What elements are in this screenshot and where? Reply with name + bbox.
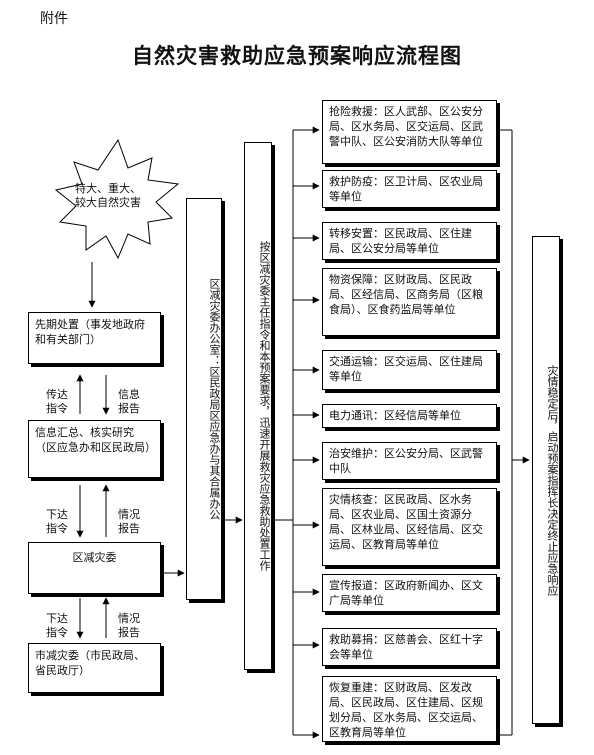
- task-rebuild-label: 恢复重建：区财政局、区发改局、区民政局、区住建局、区规划分局、区水务局、区交运局…: [329, 681, 483, 739]
- attachment-label: 附件: [40, 11, 68, 27]
- district-committee-label: 区减灾委: [72, 551, 117, 564]
- task-donation-label: 救助募捐：区慈善会、区红十字会等单位: [329, 633, 483, 661]
- issue-command-label-2: 下达指令: [46, 612, 68, 639]
- task-assessment-box: 灾情核查：区民政局、区水务局、区农业局、区国土资源分局、区林业局、区经信局、区交…: [322, 488, 497, 566]
- early-response-box: 先期处置（事发地政府和有关部门）: [28, 312, 161, 364]
- task-medical-label: 救护防疫：区卫计局、区农业局等单位: [329, 175, 483, 203]
- final-step-box: 灾情稳定后，启动预案指挥长决定终止应急响应: [532, 236, 560, 724]
- committee-office-box: 区减灾委办公室：区民政局区应急办与其合属办公: [186, 198, 222, 600]
- task-security-label: 治安维护：区公安分局、区武警中队: [329, 447, 483, 475]
- task-relocation-box: 转移安置：区民政局、区住建局、区公安分局等单位: [322, 222, 497, 260]
- city-committee-label: 市减灾委（市民政局、省民政厅）: [35, 649, 145, 677]
- task-rebuild-box: 恢复重建：区财政局、区发改局、区民政局、区住建局、区规划分局、区水务局、区交运局…: [322, 676, 497, 742]
- district-committee-box: 区减灾委: [28, 542, 161, 594]
- situation-report-label-1: 情况报告: [118, 508, 140, 535]
- task-rescue-label: 抢险救援：区人武部、区公安分局、区水务局、区交运局、区武警中队、区公安消防大队等…: [329, 105, 483, 148]
- page-title: 自然灾害救助应急预案响应流程图: [132, 43, 462, 68]
- info-verify-label: 信息汇总、核实研究（区应急办和区民政局）: [35, 426, 156, 454]
- task-transport-box: 交通运输：区交运局、区住建局等单位: [322, 350, 497, 390]
- early-response-label: 先期处置（事发地政府和有关部门）: [35, 318, 145, 346]
- task-assessment-label: 灾情核查：区民政局、区水务局、区农业局、区国土资源分局、区林业局、区经信局、区交…: [329, 493, 483, 551]
- task-supplies-label: 物资保障：区财政局、区民政局、区经信局、区商务局（区粮食局）、区食药监局等单位: [329, 273, 483, 316]
- committee-office-label: 区减灾委办公室：区民政局区应急办与其合属办公: [208, 278, 221, 520]
- task-transport-label: 交通运输：区交运局、区住建局等单位: [329, 355, 483, 383]
- info-report-label: 信息报告: [118, 388, 140, 415]
- final-step-label: 灾情稳定后，启动预案指挥长决定终止应急响应: [546, 364, 559, 596]
- disaster-label: 特大、重大、较大自然灾害: [75, 182, 141, 209]
- relay-command-label: 传达指令: [46, 388, 68, 415]
- task-publicity-label: 宣传报道：区政府新闻办、区文广局等单位: [329, 579, 483, 607]
- command-box: 按区减灾委主任指令和本预案要求，迅速开展救灾应急救助处置工作: [244, 142, 272, 670]
- task-security-box: 治安维护：区公安分局、区武警中队: [322, 442, 497, 480]
- situation-report-label-2: 情况报告: [118, 612, 140, 639]
- task-donation-box: 救助募捐：区慈善会、区红十字会等单位: [322, 628, 497, 666]
- task-rescue-box: 抢险救援：区人武部、区公安分局、区水务局、区交运局、区武警中队、区公安消防大队等…: [322, 100, 497, 164]
- task-publicity-box: 宣传报道：区政府新闻办、区文广局等单位: [322, 574, 497, 612]
- city-committee-box: 市减灾委（市民政局、省民政厅）: [28, 643, 161, 693]
- task-supplies-box: 物资保障：区财政局、区民政局、区经信局、区商务局（区粮食局）、区食药监局等单位: [322, 268, 497, 336]
- task-power-label: 电力通讯：区经信局等单位: [329, 409, 461, 422]
- command-label: 按区减灾委主任指令和本预案要求，迅速开展救灾应急救助处置工作: [258, 241, 271, 571]
- task-relocation-label: 转移安置：区民政局、区住建局、区公安分局等单位: [329, 227, 472, 255]
- info-verify-box: 信息汇总、核实研究（区应急办和区民政局）: [28, 420, 161, 478]
- issue-command-label-1: 下达指令: [46, 508, 68, 535]
- disaster-burst-shape: [54, 138, 180, 260]
- task-medical-box: 救护防疫：区卫计局、区农业局等单位: [322, 170, 497, 208]
- task-power-box: 电力通讯：区经信局等单位: [322, 404, 497, 428]
